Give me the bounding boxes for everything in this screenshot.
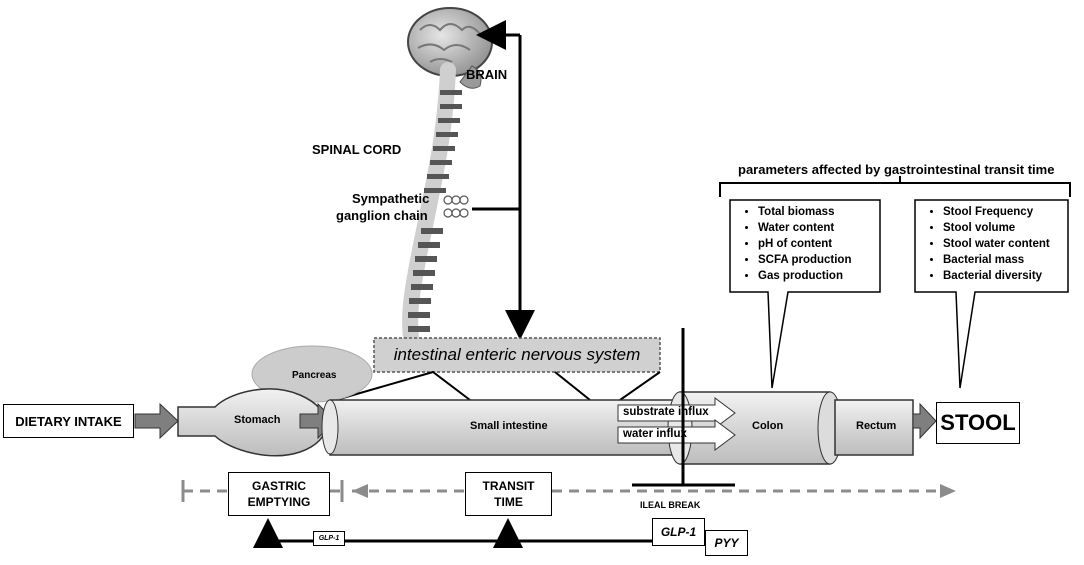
transit-time-line1: TRANSIT [482,479,535,493]
brain-feedback-arrow [472,20,535,340]
timeline-dashes [181,480,940,502]
dietary-intake-box: DIETARY INTAKE [3,404,134,438]
gastric-emptying-line1: GASTRIC [252,479,306,493]
stool-parameter-item: Bacterial mass [943,252,1079,268]
stool-parameter-item: Stool Frequency [943,204,1079,220]
colon-parameter-item: SCFA production [758,252,888,268]
colon-parameter-item: Total biomass [758,204,888,220]
spinal-cord-label: SPINAL CORD [312,142,402,157]
spinal-cord-illustration [402,62,469,353]
enteric-connectors [335,370,661,401]
colon-parameter-item: pH of content [758,236,888,252]
transit-time-box: TRANSIT TIME [465,472,552,516]
stool-parameter-item: Bacterial diversity [943,268,1079,284]
colon-label: Colon [752,420,784,432]
intake-arrow [134,402,179,440]
rectum-shape [834,399,914,456]
water-influx-arrow [617,419,736,451]
sympathetic-label-line2: ganglion chain [336,208,428,223]
sympathetic-label-line1: Sympathetic [352,191,430,206]
substrate-influx-arrow [617,397,736,429]
gastric-emptying-box: GASTRIC EMPTYING [228,472,330,516]
glp1-box: GLP-1 [652,518,705,546]
ileal-break-label: ILEAL BREAK [640,500,701,510]
rectum-arrow [912,402,937,440]
pancreas-label: Pancreas [292,370,337,381]
transit-time-line2: TIME [494,495,523,509]
hormone-feedback-arrows [253,518,652,548]
colon-parameters-list: Total biomass Water content pH of conten… [744,204,888,284]
gastric-emptying-line2: EMPTYING [247,495,311,509]
stool-parameter-item: Stool volume [943,220,1079,236]
colon-callout-shape [729,199,881,389]
parameters-title: parameters affected by gastrointestinal … [738,162,1055,177]
colon-parameter-item: Water content [758,220,888,236]
enteric-box [373,337,661,373]
stool-callout-shape [914,199,1069,389]
parameters-bracket [719,176,1071,197]
colon-parameter-item: Gas production [758,268,888,284]
substrate-influx-label: substrate influx [623,406,709,418]
stool-parameters-list: Stool Frequency Stool volume Stool water… [929,204,1079,284]
rectum-label: Rectum [856,420,897,432]
stool-parameter-item: Stool water content [943,236,1079,252]
pyy-box: PYY [705,530,748,556]
water-influx-label: water influx [623,428,687,440]
stool-box: STOOL [936,402,1020,444]
enteric-label: intestinal enteric nervous system [393,345,641,364]
stomach-label: Stomach [234,414,281,426]
brain-label: BRAIN [466,67,508,82]
glp1-small-box: GLP-1 [313,531,345,546]
small-intestine-label: Small intestine [470,420,548,432]
